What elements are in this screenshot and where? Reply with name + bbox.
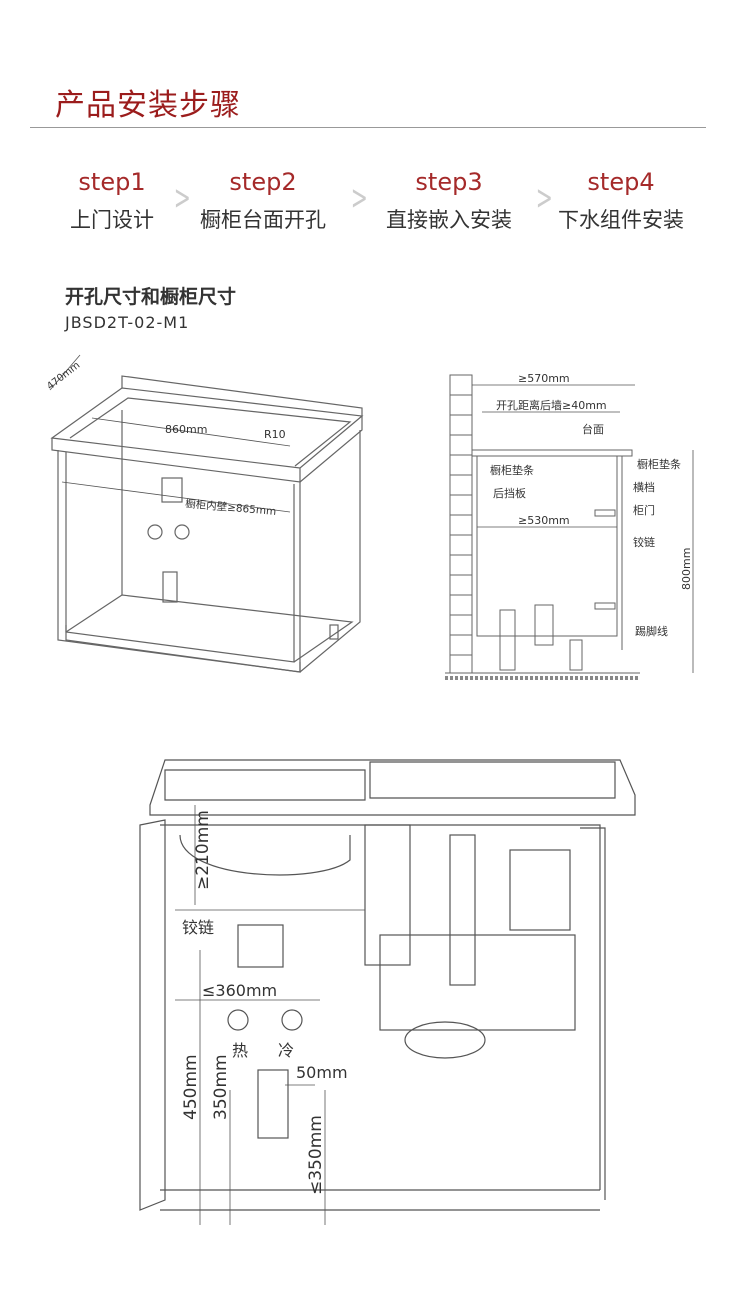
hole-to-wall-label: 开孔距离后墙≥40mm [496, 398, 607, 412]
step-number: step4 [587, 168, 655, 196]
drain-height-label: ≤350mm [306, 1115, 326, 1195]
step-2: step2 橱柜台面开孔 [178, 168, 348, 234]
inner-depth-label: ≥530mm [518, 514, 570, 527]
cabinet-side-diagram: ≥570mm 开孔距离后墙≥40mm 台面 橱柜垫条 后挡板 ≥530mm 橱柜… [445, 372, 694, 680]
radius-label: R10 [264, 428, 286, 441]
step-label: 上门设计 [70, 208, 154, 232]
title-divider [30, 127, 706, 128]
door-label: 柜门 [633, 503, 655, 517]
step-3: step3 直接嵌入安装 [364, 168, 534, 234]
pad-right-label: 橱柜垫条 [637, 457, 681, 471]
back-panel-label: 后挡板 [493, 486, 526, 500]
height-label: 800mm [680, 548, 693, 590]
step-number: step2 [229, 168, 297, 196]
pad-left-label: 橱柜垫条 [490, 463, 534, 477]
pipe-label: 50mm [296, 1063, 348, 1082]
width-label: ≤360mm [202, 981, 277, 1000]
step-1: step1 上门设计 [27, 168, 197, 234]
step-number: step3 [415, 168, 483, 196]
height-450-label: 450mm [181, 1054, 201, 1120]
height-350-label: 350mm [211, 1054, 231, 1120]
crossbar-label: 横档 [633, 480, 655, 494]
step-label: 直接嵌入安装 [386, 208, 512, 232]
hinge-label: 铰链 [633, 535, 655, 549]
width-label: 860mm [165, 423, 207, 436]
chevron-right-icon: > [535, 178, 553, 218]
step-number: step1 [78, 168, 146, 196]
step-label: 下水组件安装 [558, 208, 684, 232]
hinge-label: 铰链 [182, 918, 214, 937]
chevron-right-icon: > [173, 178, 191, 218]
page-title: 产品安装步骤 [55, 88, 241, 123]
step-label: 橱柜台面开孔 [200, 208, 326, 232]
chevron-right-icon: > [350, 178, 368, 218]
countertop-label: 台面 [582, 422, 604, 436]
inner-width-label: 橱柜内壁≥865mm [185, 497, 277, 518]
hot-label: 热 [232, 1041, 248, 1060]
depth-label: 470mm [45, 360, 82, 392]
cabinet-front-diagram: ≥210mm 铰链 ≤360mm 热 冷 50mm 450mm 350mm ≤3… [139, 759, 636, 1225]
depth-label: ≥570mm [518, 372, 570, 385]
section-title: 开孔尺寸和橱柜尺寸 [65, 286, 237, 308]
cabinet-perspective-diagram: 470mm 860mm R10 橱柜内壁≥865mm [45, 354, 364, 673]
model-number: JBSD2T-02-M1 [65, 313, 190, 332]
cold-label: 冷 [278, 1041, 294, 1060]
top-gap-label: ≥210mm [193, 810, 213, 890]
kickboard-label: 踢脚线 [635, 624, 668, 638]
step-4: step4 下水组件安装 [536, 168, 706, 234]
